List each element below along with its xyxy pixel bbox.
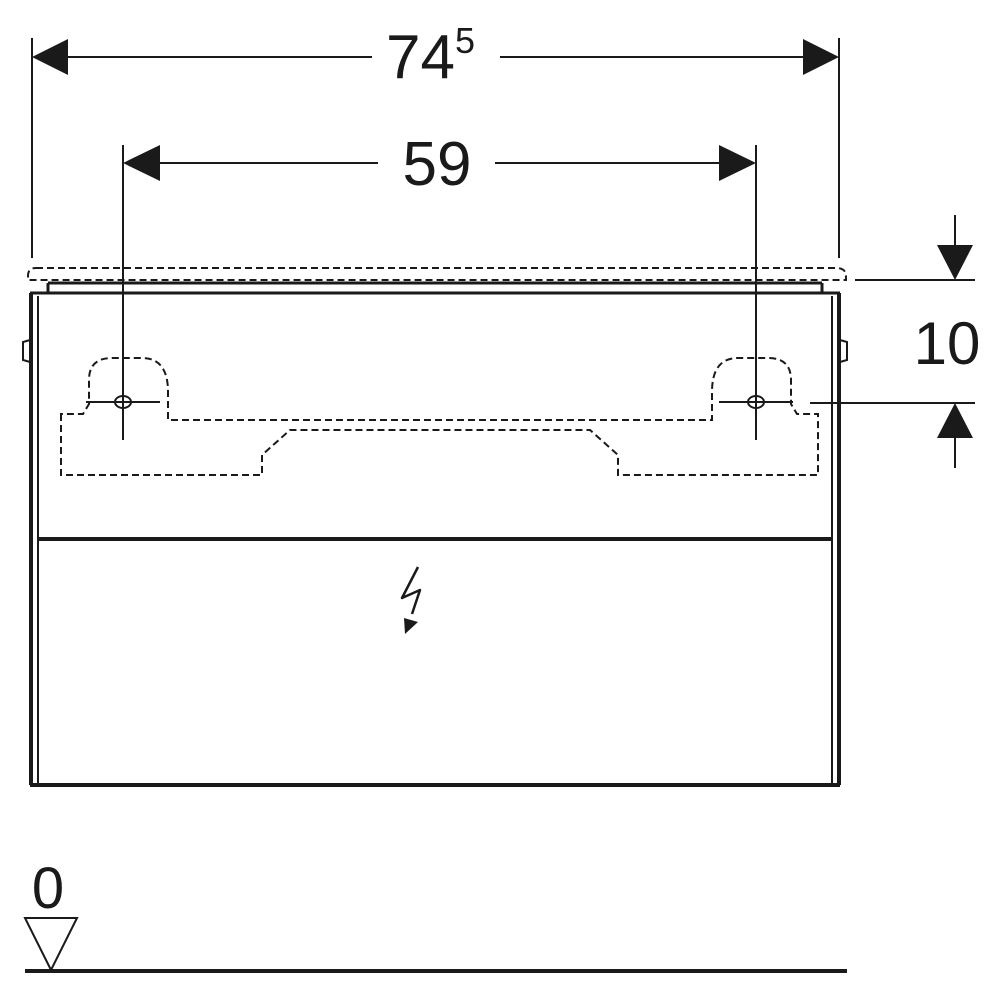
mount-height-label: 10 <box>914 310 981 377</box>
mounting-hole-left <box>86 340 160 440</box>
countertop-outline-dashed <box>27 267 847 281</box>
mount-spacing-arrow-left <box>123 145 160 181</box>
lightning-bolt-arrowhead <box>404 618 418 634</box>
mount-spacing-dimension: 59 <box>122 130 757 340</box>
mount-height-dimension: 10 <box>810 215 980 468</box>
overall-width-label: 745 <box>386 20 475 92</box>
level-triangle-icon <box>23 917 79 973</box>
floor-level: 0 <box>23 856 847 973</box>
mount-height-arrow-bottom <box>937 403 973 438</box>
floor-level-label: 0 <box>32 856 64 921</box>
mount-height-arrow-top <box>937 245 973 280</box>
overall-width-superscript: 5 <box>455 20 475 61</box>
overall-width-arrow-right <box>803 39 839 75</box>
cabinet <box>22 281 848 787</box>
mount-spacing-arrow-right <box>719 145 756 181</box>
side-clip-right <box>839 339 848 363</box>
lightning-bolt-icon <box>400 566 422 634</box>
overall-width-dimension: 745 <box>31 20 840 258</box>
overall-width-main: 74 <box>386 23 455 92</box>
mounting-hole-right <box>719 340 793 440</box>
mount-spacing-label: 59 <box>403 130 472 199</box>
overall-width-arrow-left <box>32 39 68 75</box>
washbasin-outline-dashed <box>60 357 819 476</box>
side-clip-left <box>22 339 31 363</box>
lightning-bolt-path <box>400 566 422 615</box>
